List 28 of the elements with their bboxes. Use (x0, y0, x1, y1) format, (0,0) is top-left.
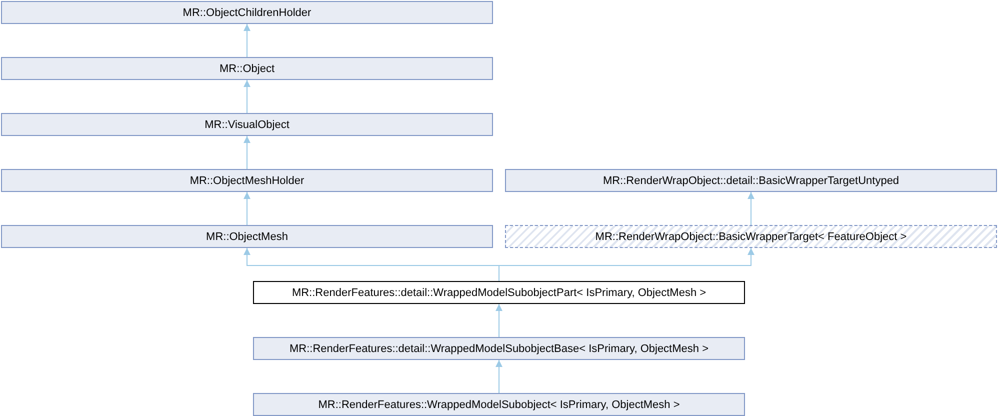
class-box (505, 169, 997, 192)
class-box (253, 281, 745, 304)
class-name: MR::ObjectMesh (205, 230, 289, 242)
inheritance-arrow (498, 248, 754, 282)
class-name: MR::ObjectMeshHolder (188, 174, 306, 186)
inheritance-arrow (244, 24, 250, 58)
class-name: MR::RenderFeatures::detail::WrappedModelSubobjectPart< IsPrimary, ObjectMesh > (290, 286, 708, 298)
inheritance-arrow (244, 80, 250, 114)
class-box (253, 393, 745, 416)
class-box (1, 57, 493, 80)
inheritance-arrow (496, 360, 502, 394)
inheritance-arrow (244, 192, 250, 226)
class-box (1, 169, 493, 192)
class-name: MR::RenderWrapObject::detail::BasicWrapperTargetUntyped (602, 174, 900, 186)
class-name: MR::VisualObject (204, 118, 290, 130)
class-name: MR::RenderFeatures::detail::WrappedModelSubobjectBase< IsPrimary, ObjectMesh > (288, 342, 710, 354)
class-box (505, 225, 997, 248)
class-name: MR::Object (218, 62, 276, 74)
class-name: MR::ObjectChildrenHolder (182, 6, 312, 18)
class-name: MR::RenderWrapObject::BasicWrapperTarget< FeatureObject > (594, 230, 908, 242)
class-box (253, 337, 745, 360)
class-name: MR::RenderFeatures::WrappedModelSubobject< IsPrimary, ObjectMesh > (317, 398, 681, 410)
inheritance-arrow (496, 304, 502, 338)
class-box (1, 113, 493, 136)
class-box (1, 225, 493, 248)
inheritance-arrow (748, 192, 754, 226)
inheritance-arrow (244, 136, 250, 170)
class-box (1, 1, 493, 24)
